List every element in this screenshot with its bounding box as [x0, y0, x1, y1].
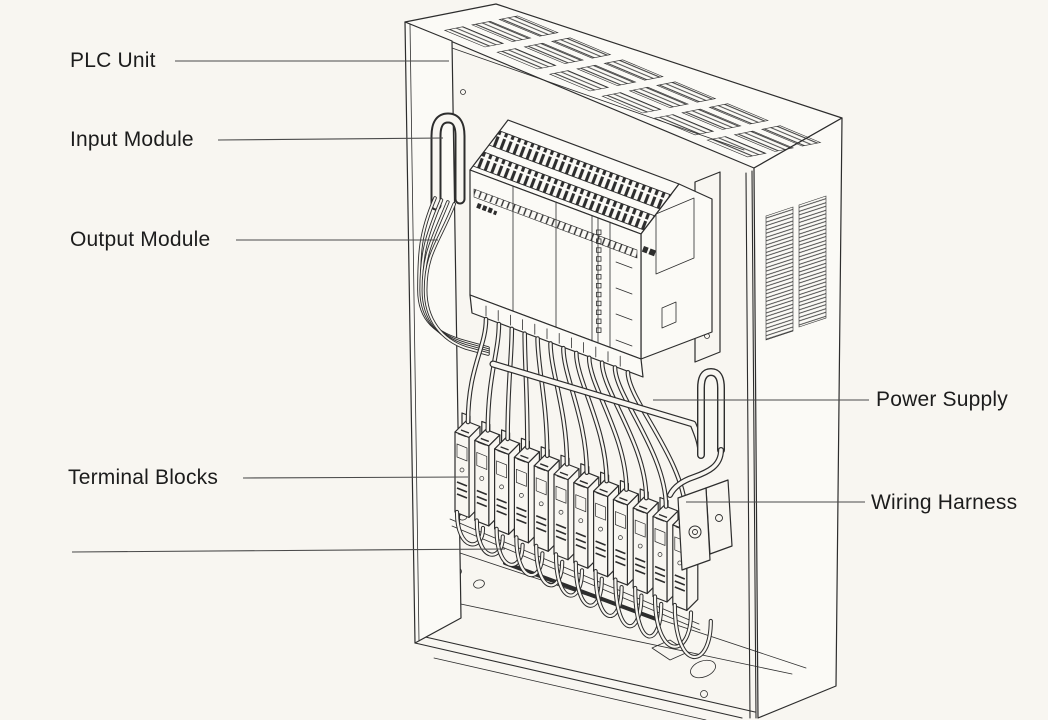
enclosure-left-frame	[404, 21, 462, 644]
plc-label-line	[615, 287, 633, 295]
plc-label-line	[615, 339, 633, 347]
top-vent-panel	[603, 59, 664, 81]
label-input-module: Input Module	[70, 128, 194, 151]
plc-unit-drawing	[469, 119, 713, 378]
top-vent-panel	[443, 26, 505, 48]
enclosure-right-face	[753, 117, 843, 719]
leader-line-terminal-blocks	[242, 476, 469, 479]
plc-bottom-skirt	[469, 294, 644, 378]
plc-terminal-row-front	[472, 151, 656, 231]
left-frame-edge-line	[409, 23, 420, 642]
top-vent-panel	[498, 15, 559, 37]
flange-screw	[700, 690, 708, 698]
top-vent-panel	[523, 42, 585, 64]
top-vent-panel	[496, 48, 557, 70]
top-vent-panel	[576, 64, 637, 86]
plc-led-indicator	[596, 318, 602, 324]
flange-lip	[433, 657, 707, 720]
plc-led-indicator	[596, 229, 602, 235]
plc-led-column-frame	[591, 215, 611, 348]
plc-led-indicator	[596, 274, 602, 280]
label-power-supply: Power Supply	[876, 388, 1008, 411]
plc-led-indicator	[596, 247, 602, 253]
flange-front-edge	[414, 642, 743, 719]
callout-leaders	[71, 60, 869, 553]
top-vent-panel	[760, 125, 822, 147]
floor-edge	[436, 598, 793, 675]
top-vent-panel	[655, 81, 717, 103]
top-vent-panel	[601, 92, 662, 114]
plc-led-indicator	[596, 282, 602, 289]
plc-label-line	[615, 313, 633, 321]
flange-fold	[420, 635, 756, 713]
left-wire-loop	[430, 112, 466, 211]
right-wire-loop	[667, 368, 725, 498]
leader-line-unlabeled	[71, 548, 506, 553]
plc-led-indicator	[596, 238, 602, 244]
plc-led-indicator	[596, 309, 602, 316]
top-vent-panel	[550, 37, 612, 59]
top-vent-panel	[733, 130, 795, 152]
plc-skirt-slots	[485, 305, 621, 367]
top-vent-panel	[653, 114, 715, 136]
plc-terminal-row-rear	[488, 130, 672, 210]
plc-logo-mark	[476, 203, 498, 216]
round-knockout	[690, 659, 716, 679]
mounting-hole	[473, 579, 485, 589]
terminal-block-row	[454, 412, 699, 612]
panel-screw	[460, 89, 466, 95]
output-wire-bundle	[417, 196, 490, 356]
plc-label-line	[615, 261, 633, 269]
label-plc-unit: PLC Unit	[70, 49, 156, 72]
plc-side-port	[661, 301, 677, 329]
top-vent-panel	[628, 86, 690, 108]
enclosure-structure	[404, 3, 843, 720]
top-vent-panel	[706, 136, 767, 158]
label-terminal-blocks: Terminal Blocks	[68, 466, 219, 489]
top-vent-panel	[681, 108, 742, 130]
generated-detail	[417, 15, 827, 660]
label-output-module: Output Module	[70, 228, 211, 251]
top-vent-panel	[708, 103, 769, 125]
plc-led-indicator	[596, 265, 602, 271]
hanging-wire-loops	[454, 509, 713, 660]
side-vent-panel	[798, 195, 827, 328]
top-vent-panel	[548, 70, 610, 92]
leader-line-input-module	[217, 137, 444, 141]
rail-end-bracket	[677, 479, 733, 571]
plc-led-indicator	[596, 300, 602, 307]
plc-led-indicator	[596, 327, 602, 333]
plc-model-mark	[641, 246, 657, 257]
label-wiring-harness: Wiring Harness	[871, 491, 1018, 514]
plc-led-indicator	[596, 256, 602, 262]
side-vent-panel	[765, 206, 794, 341]
plc-led-indicator	[596, 291, 602, 298]
right-frame-edge	[745, 170, 757, 719]
terminal-block	[592, 471, 620, 578]
top-vent-panel	[471, 20, 532, 42]
plc-side-flap	[655, 197, 695, 275]
